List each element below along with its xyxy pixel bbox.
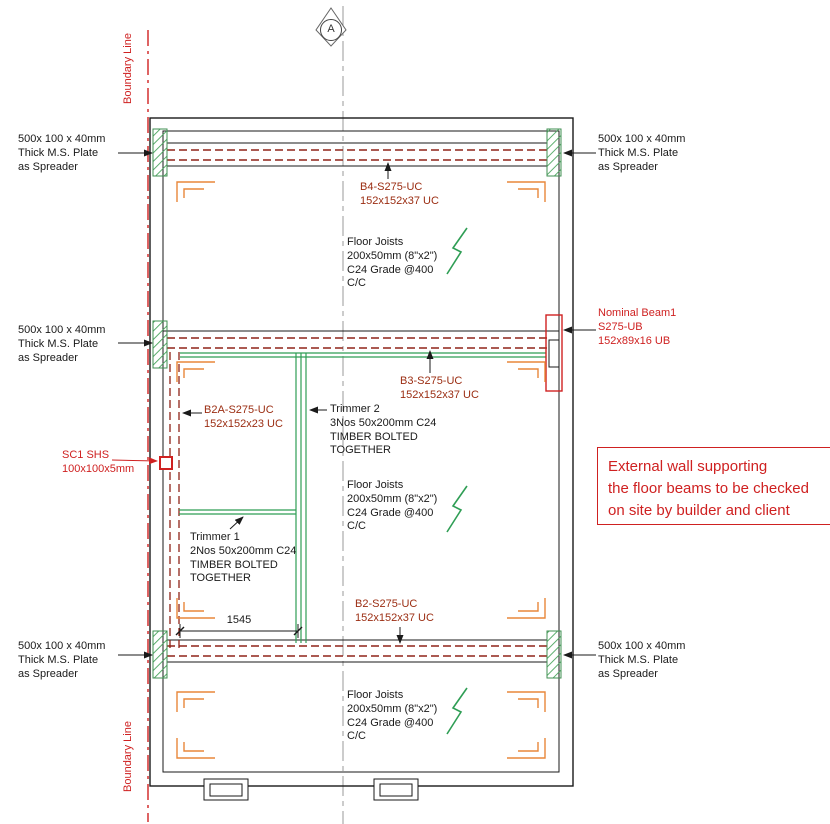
plate-label-bottom-right: 500x 100 x 40mm Thick M.S. Plate as Spre… [598, 640, 686, 680]
floor-joists-label-middle: Floor Joists 200x50mm (8"x2") C24 Grade … [347, 479, 438, 533]
trimmer-2-lines [295, 353, 307, 643]
boundary-line-label-top: Boundary Line [122, 33, 134, 104]
beam-b2a-label: B2A-S275-UC 152x152x23 UC [204, 404, 283, 430]
floor-joists-label-bottom: Floor Joists 200x50mm (8"x2") C24 Grade … [347, 689, 438, 743]
section-marker-letter: A [327, 23, 335, 35]
dimension-1545-text: 1545 [226, 614, 252, 626]
sc1-column [159, 456, 173, 470]
beam-b2-label: B2-S275-UC 152x152x37 UC [355, 598, 434, 624]
beam-b4 [167, 142, 547, 167]
boundary-line-label-bottom: Boundary Line [122, 721, 134, 792]
spreader-plates [152, 128, 562, 679]
beam-b3 [163, 330, 559, 358]
plate-label-middle-left: 500x 100 x 40mm Thick M.S. Plate as Spre… [18, 324, 106, 364]
external-wall-note: External wall supporting the floor beams… [597, 447, 830, 525]
nominal-beam1 [545, 314, 563, 392]
trimmer-1-label: Trimmer 1 2Nos 50x200mm C24 TIMBER BOLTE… [190, 531, 297, 585]
beam-b2 [167, 639, 547, 663]
plate-label-bottom-left: 500x 100 x 40mm Thick M.S. Plate as Spre… [18, 640, 106, 680]
trimmer-1-lines [179, 509, 296, 515]
corner-bracket-symbols [176, 181, 546, 759]
building-outline [149, 117, 574, 787]
dimension-1545-line [175, 624, 303, 638]
window-symbols [203, 778, 419, 801]
beam-b4-label: B4-S275-UC 152x152x37 UC [360, 181, 439, 207]
floor-joists-label-top: Floor Joists 200x50mm (8"x2") C24 Grade … [347, 236, 438, 290]
sc1-column-label: SC1 SHS 100x100x5mm [62, 449, 135, 475]
beam-b3-label: B3-S275-UC 152x152x37 UC [400, 375, 479, 401]
plate-label-top-right: 500x 100 x 40mm Thick M.S. Plate as Spre… [598, 133, 686, 173]
nominal-beam1-label: Nominal Beam1 S275-UB 152x89x16 UB [598, 307, 677, 347]
beam-b2a [169, 352, 180, 650]
trimmer-2-label: Trimmer 2 3Nos 50x200mm C24 TIMBER BOLTE… [330, 403, 437, 457]
joist-span-symbols [446, 227, 468, 735]
section-marker-icon [315, 7, 347, 47]
plate-label-top-left: 500x 100 x 40mm Thick M.S. Plate as Spre… [18, 133, 106, 173]
leader-lines [111, 149, 596, 659]
